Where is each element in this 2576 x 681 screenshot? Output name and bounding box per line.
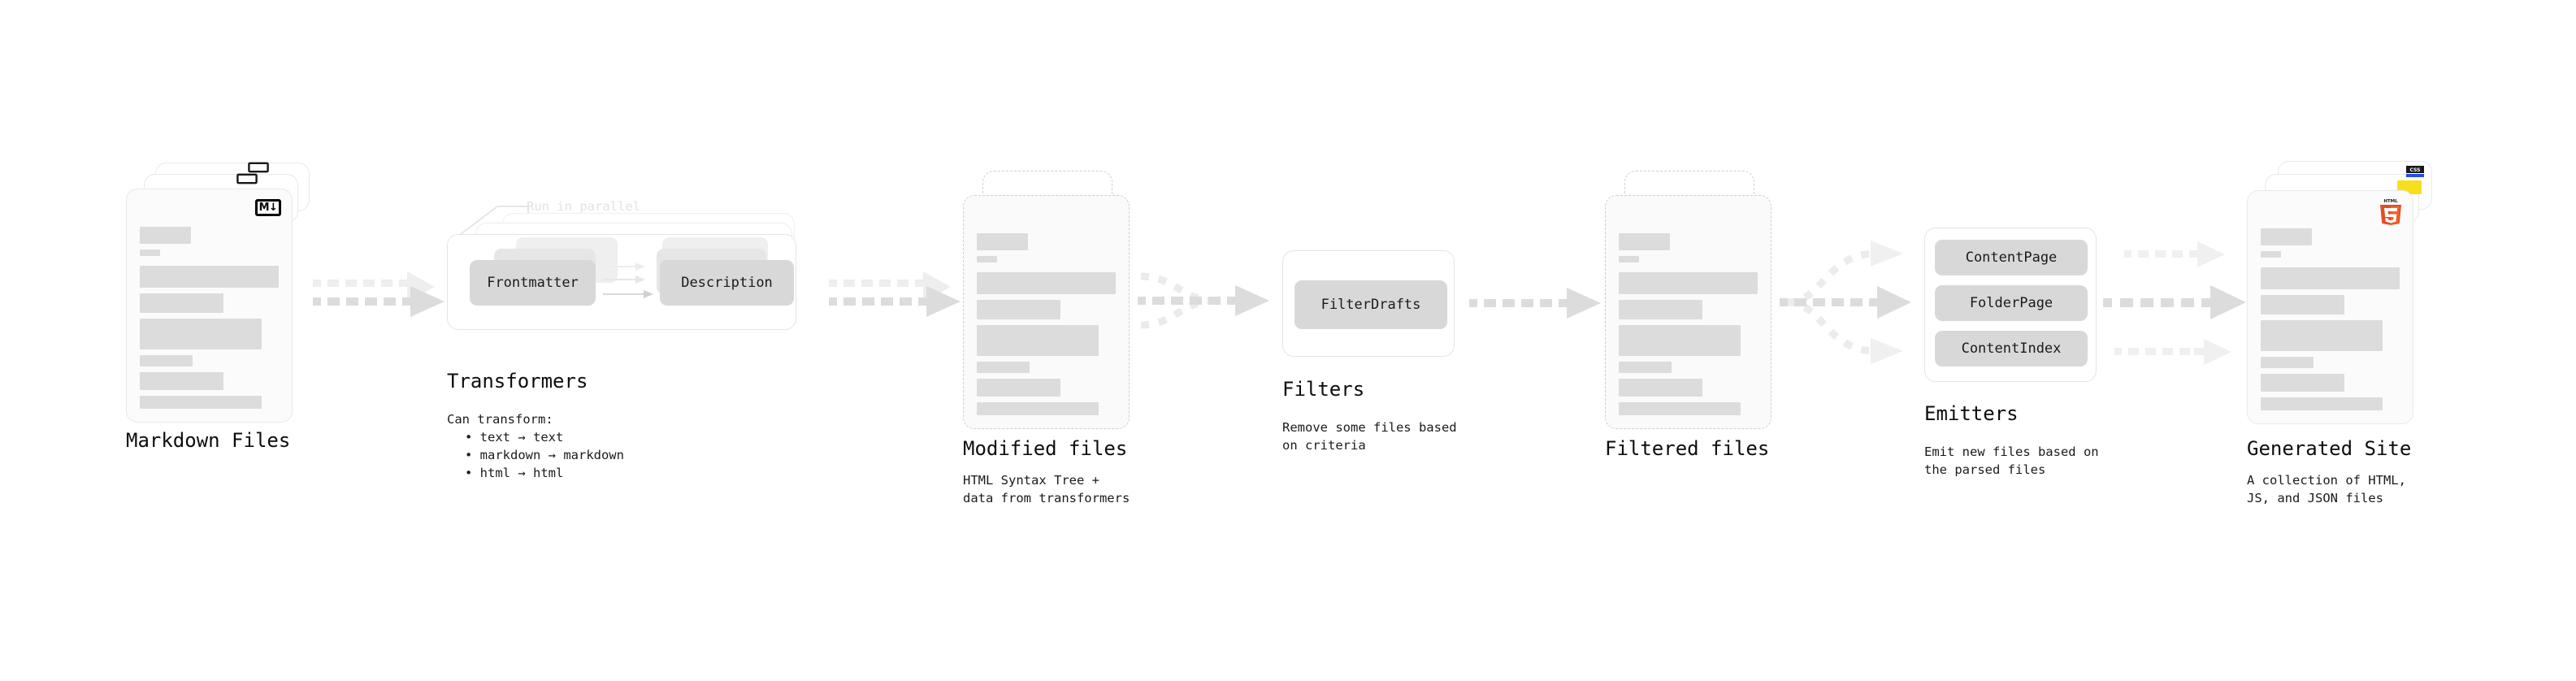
markdown-card-front: M↓	[126, 189, 293, 423]
modified-files-description: HTML Syntax Tree + data from transformer…	[963, 473, 1130, 505]
connector-filters-to-filtered	[1469, 288, 1601, 319]
filters-description: Remove some files based on criteria	[1282, 420, 1457, 453]
transformers-caption: Transformers	[447, 370, 588, 393]
markdown-icon-ghost-back	[248, 162, 269, 173]
css3-icon: CSS	[2406, 166, 2424, 177]
svg-text:CSS: CSS	[2410, 167, 2421, 173]
markdown-icon-ghost-mid	[236, 173, 258, 184]
transformers-bullet-0: • text → text	[465, 430, 564, 445]
markdown-files-stack: M↓	[126, 162, 313, 423]
connector-transformers-to-modified	[829, 271, 961, 317]
transformers-bullet-2: • html → html	[465, 466, 564, 480]
generated-site-caption: Generated Site	[2247, 437, 2412, 460]
content-page-pill[interactable]: ContentPage	[1935, 240, 2088, 275]
site-card-front: HTML	[2247, 190, 2413, 424]
modified-files-stack	[963, 171, 1150, 431]
modified-card-front	[963, 195, 1130, 429]
html5-icon: HTML	[2379, 197, 2403, 225]
transformers-bullet-text-1: markdown → markdown	[479, 448, 624, 462]
filter-drafts-pill[interactable]: FilterDrafts	[1295, 280, 1447, 329]
connector-filtered-to-emitters	[1780, 241, 1911, 364]
markdown-files-caption: Markdown Files	[126, 429, 291, 452]
filtered-files-stack	[1605, 171, 1792, 431]
connector-emitters-to-site	[2103, 241, 2246, 365]
folder-page-pill[interactable]: FolderPage	[1935, 285, 2088, 321]
filters-caption: Filters	[1282, 378, 1365, 401]
generated-site-stack: CSS HTML	[2247, 161, 2442, 429]
content-index-pill[interactable]: ContentIndex	[1935, 331, 2088, 367]
frontmatter-pill[interactable]: Frontmatter	[470, 260, 596, 306]
connector-md-to-transformers	[313, 271, 445, 317]
transformers-bullets: • text → text • markdown → markdown • ht…	[453, 428, 624, 482]
run-in-parallel-label: Run in parallel	[527, 199, 640, 214]
emitters-box: ContentPage FolderPage ContentIndex	[1924, 228, 2097, 382]
transformers-inner-arrows	[603, 262, 653, 298]
filtered-card-front	[1605, 195, 1772, 429]
markdown-icon-letter: M	[258, 202, 270, 214]
transformers-description: Can transform:	[447, 412, 553, 427]
markdown-content-bars	[140, 227, 279, 414]
modified-content-bars	[977, 233, 1116, 421]
filtered-content-bars	[1619, 233, 1758, 421]
svg-text:HTML: HTML	[2383, 199, 2398, 204]
transformers-bullet-text-2: html → html	[479, 466, 564, 480]
transformers-bullet-text-0: text → text	[479, 430, 564, 445]
filtered-files-caption: Filtered files	[1605, 437, 1770, 460]
generated-site-description: A collection of HTML, JS, and JSON files	[2247, 473, 2406, 505]
transformers-bullet-1: • markdown → markdown	[465, 448, 624, 462]
connector-modified-to-filters	[1138, 272, 1269, 329]
site-content-bars	[2261, 228, 2400, 416]
emitters-caption: Emitters	[1924, 402, 2019, 425]
markdown-icon: M↓	[255, 199, 281, 216]
filters-box: FilterDrafts	[1282, 250, 1455, 357]
transformers-group-stack: Frontmatter Description	[447, 213, 829, 351]
emitters-description: Emit new files based on the parsed files	[1924, 445, 2099, 477]
description-pill[interactable]: Description	[660, 260, 794, 306]
modified-files-caption: Modified files	[963, 437, 1128, 460]
